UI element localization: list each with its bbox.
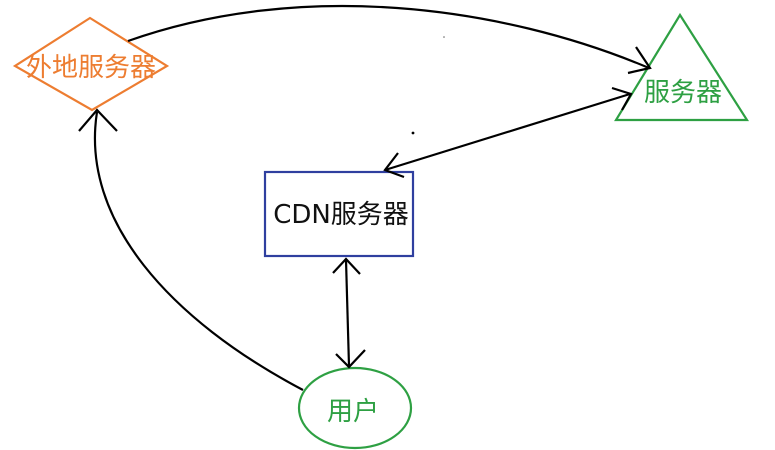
edge-remote-to-server-line bbox=[127, 4, 650, 70]
edge-user-to-remote-arrowhead bbox=[78, 108, 118, 132]
node-server: 服务器 bbox=[614, 12, 750, 122]
user-label: 用户 bbox=[327, 397, 379, 427]
user-ellipse bbox=[297, 366, 413, 450]
stray-dot bbox=[411, 131, 415, 135]
remote-server-diamond bbox=[12, 16, 170, 112]
edge-user-to-cdn-line bbox=[344, 259, 351, 367]
stray-dot bbox=[443, 36, 445, 38]
cdn-server-label: CDN服务器 bbox=[273, 200, 409, 230]
node-remote-server: 外地服务器 bbox=[12, 16, 170, 112]
edge-cdn-to-server-arrowhead-cdn bbox=[383, 152, 405, 179]
edge-user-to-remote bbox=[78, 108, 304, 391]
node-user: 用户 bbox=[297, 366, 413, 450]
edge-cdn-to-server bbox=[383, 86, 633, 179]
remote-server-label: 外地服务器 bbox=[26, 53, 156, 83]
edge-user-to-cdn-arrowhead-user bbox=[335, 349, 366, 369]
edge-user-to-remote-line bbox=[93, 111, 304, 391]
edge-remote-to-server-arrowhead bbox=[627, 46, 652, 75]
edge-remote-to-server bbox=[127, 4, 652, 75]
edge-cdn-to-server-line bbox=[384, 92, 631, 172]
edge-user-to-cdn-arrowhead-cdn bbox=[332, 257, 361, 275]
node-cdn-server: CDN服务器 bbox=[263, 170, 415, 258]
cdn-server-box bbox=[263, 170, 415, 258]
server-label: 服务器 bbox=[644, 78, 722, 108]
edge-cdn-to-server-arrowhead-server bbox=[611, 86, 633, 111]
edge-user-to-cdn bbox=[332, 257, 366, 369]
